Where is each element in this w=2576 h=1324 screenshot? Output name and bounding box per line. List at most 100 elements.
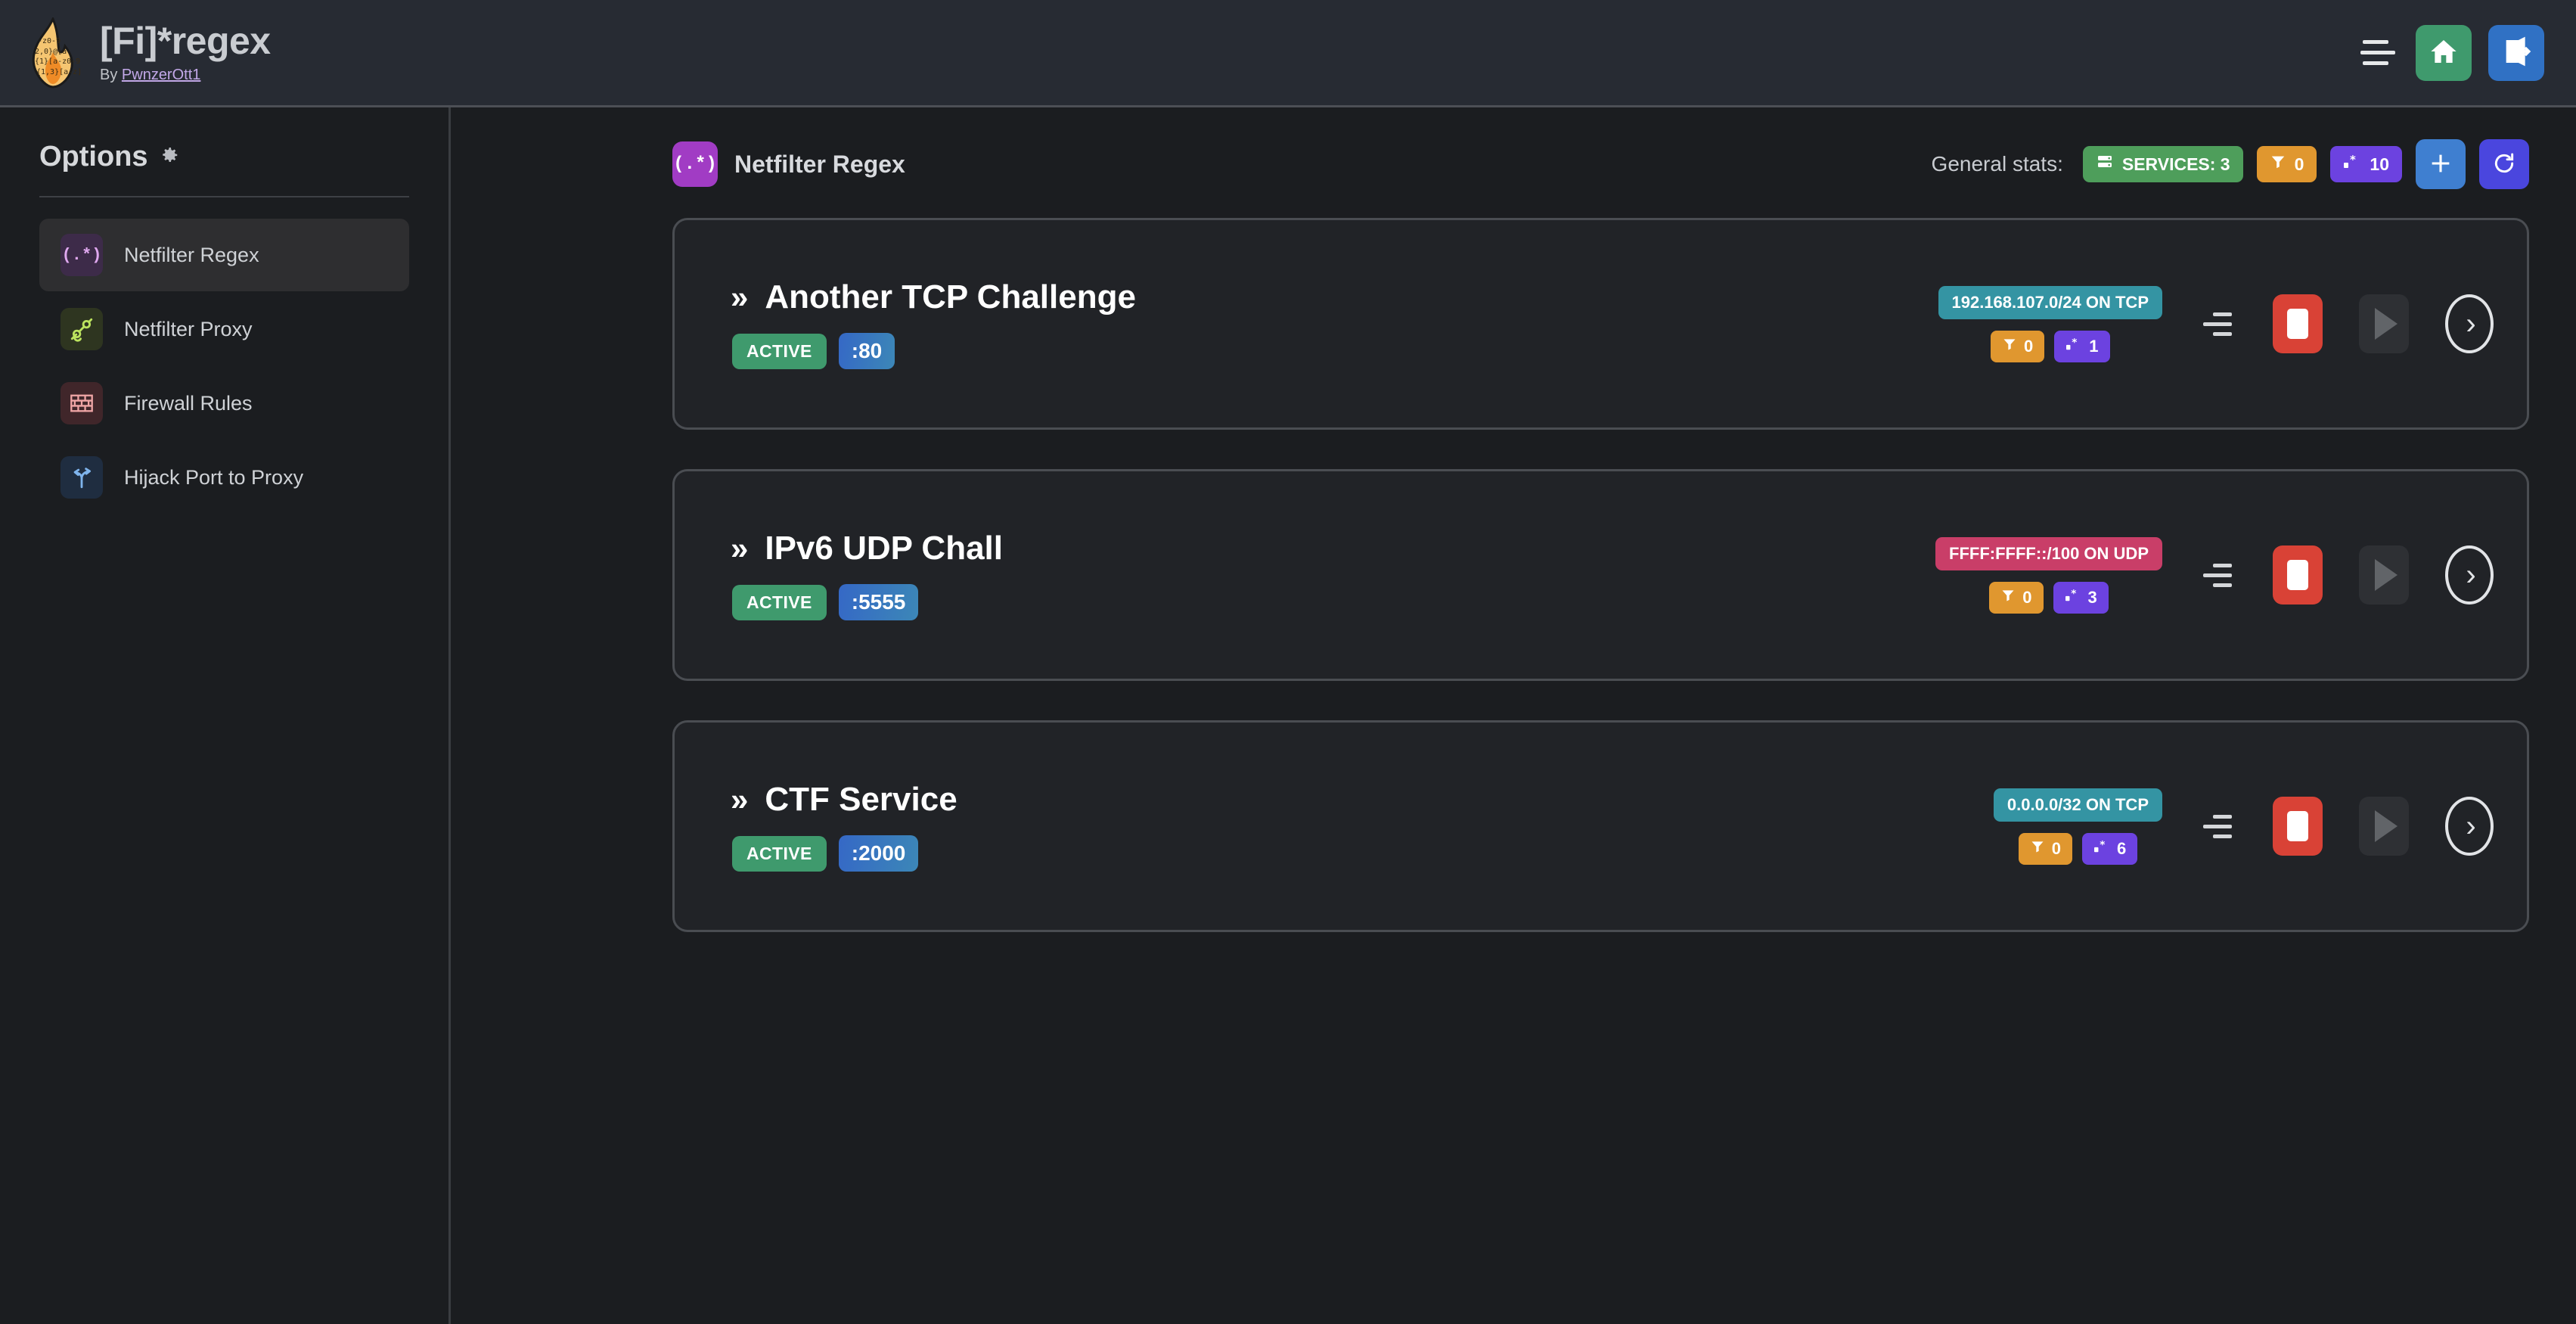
double-chevron-icon: » [731,530,749,566]
service-name: IPv6 UDP Chall [765,530,1003,567]
stat-services-badge: SERVICES: 3 [2082,146,2243,182]
stat-regexes-badge: * 10 [2330,146,2402,182]
svg-text:*: * [2100,839,2105,851]
sidebar-item-label: Netfilter Regex [124,243,259,266]
brand: -z0-9 2,0}@[a {1}[a-z0-9] {1,3}[a-z] [Fi… [0,15,271,89]
logout-icon [2501,36,2531,69]
play-button[interactable] [2359,545,2409,605]
logout-button[interactable] [2488,24,2544,81]
regex-count-badge: * 6 [2081,832,2138,865]
drag-handle-icon[interactable] [2199,812,2236,841]
regex-star-icon: * [2065,587,2081,608]
regex-glyph: (.*) [61,245,102,265]
play-icon [2375,810,2398,842]
sidebar-item-label: Firewall Rules [124,391,253,415]
play-button[interactable] [2359,797,2409,856]
play-icon [2375,308,2398,340]
stop-icon [2287,560,2308,590]
service-counters: 0 * 3 [1989,581,2109,614]
expand-button[interactable]: › [2445,797,2494,856]
sidebar-divider [39,196,409,197]
regex-count-badge: * 1 [2054,330,2110,362]
network-badge: FFFF:FFFF::/100 ON UDP [1935,536,2162,570]
regex-star-icon: * [2343,153,2361,175]
refresh-button[interactable] [2479,139,2529,189]
service-controls: FFFF:FFFF::/100 ON UDP 0 * 3 [1935,536,2494,614]
stat-filters-text: 0 [2294,154,2304,174]
options-label: Options [39,141,148,172]
server-icon [2096,153,2114,176]
options-heading: Options [39,107,409,173]
filter-icon [2002,337,2017,356]
home-icon [2429,36,2459,69]
hamburger-menu-icon[interactable] [2357,32,2399,74]
add-service-button[interactable] [2416,139,2466,189]
filter-icon [2000,588,2016,608]
service-card[interactable]: » Another TCP Challenge ACTIVE :80 192.1… [672,218,2529,430]
service-badges: ACTIVE :80 [731,333,1136,369]
drag-handle-icon[interactable] [2199,561,2236,590]
service-title-row: » IPv6 UDP Chall [731,530,1003,567]
service-counters: 0 * 1 [1991,330,2110,362]
page-title-group: (.*) Netfilter Regex [672,141,905,187]
general-stats-label: General stats: [1931,152,2063,176]
service-badges: ACTIVE :2000 [731,835,957,872]
regex-count: 1 [2089,336,2099,356]
service-title-row: » Another TCP Challenge [731,278,1136,316]
filter-count: 0 [2022,587,2032,607]
sidebar-item-firewall-rules[interactable]: Firewall Rules [39,367,409,440]
regex-count-badge: * 3 [2053,581,2109,614]
service-card[interactable]: » CTF Service ACTIVE :2000 0.0.0.0/32 ON… [672,720,2529,932]
stop-icon [2287,309,2308,339]
service-card[interactable]: » IPv6 UDP Chall ACTIVE :5555 FFFF:FFFF:… [672,469,2529,681]
port-badge: :80 [838,333,895,369]
stat-filters-badge: 0 [2256,146,2317,182]
home-button[interactable] [2416,24,2472,81]
general-stats: General stats: SERVICES: 3 0 [1932,139,2529,189]
stop-button[interactable] [2273,797,2323,856]
author-link[interactable]: PwnzerOtt1 [121,66,201,83]
main-content: (.*) Netfilter Regex General stats: SERV… [453,107,2576,1324]
expand-button[interactable]: › [2445,294,2494,353]
filter-count-badge: 0 [1991,330,2045,362]
gear-icon [157,144,180,170]
plug-icon [61,308,103,350]
stop-button[interactable] [2273,545,2323,605]
service-info: » Another TCP Challenge ACTIVE :80 [731,278,1136,369]
double-chevron-icon: » [731,279,749,315]
service-network-info: 192.168.107.0/24 ON TCP 0 * 1 [1938,285,2162,362]
svg-text:2,0}@[a: 2,0}@[a [35,48,67,56]
service-name: Another TCP Challenge [765,278,1136,315]
plus-icon [2428,151,2453,179]
service-controls: 192.168.107.0/24 ON TCP 0 * 1 [1938,285,2494,362]
flame-regex-logo-icon: -z0-9 2,0}@[a {1}[a-z0-9] {1,3}[a-z] [26,15,85,89]
svg-text:*: * [2350,154,2356,166]
filter-icon [2270,154,2286,175]
app-header: -z0-9 2,0}@[a {1}[a-z0-9] {1,3}[a-z] [Fi… [0,0,2576,107]
drag-handle-icon[interactable] [2199,309,2236,339]
sidebar-item-label: Hijack Port to Proxy [124,465,304,489]
service-name: CTF Service [765,781,957,818]
sidebar-item-netfilter-regex[interactable]: (.*) Netfilter Regex [39,219,409,291]
brick-wall-icon [61,382,103,424]
regex-icon: (.*) [672,141,718,187]
stop-button[interactable] [2273,294,2323,353]
regex-star-icon: * [2065,336,2082,356]
expand-button[interactable]: › [2445,545,2494,605]
filter-count: 0 [2024,336,2034,356]
main-header: (.*) Netfilter Regex General stats: SERV… [453,107,2576,189]
regex-count: 3 [2087,587,2097,607]
regex-star-icon: * [2093,838,2110,859]
port-badge: :2000 [838,835,919,872]
stat-regexes-text: 10 [2370,154,2389,174]
service-network-info: FFFF:FFFF::/100 ON UDP 0 * 3 [1935,536,2162,614]
filter-count-badge: 0 [2018,832,2072,865]
regex-count: 6 [2116,838,2127,858]
refresh-icon [2492,151,2516,178]
branch-arrows-icon [61,456,103,499]
chevron-right-icon: › [2466,306,2476,340]
sidebar-item-netfilter-proxy[interactable]: Netfilter Proxy [39,293,409,365]
svg-text:-z0-9: -z0-9 [38,37,61,45]
sidebar-item-hijack-port-to-proxy[interactable]: Hijack Port to Proxy [39,441,409,514]
play-button[interactable] [2359,294,2409,353]
